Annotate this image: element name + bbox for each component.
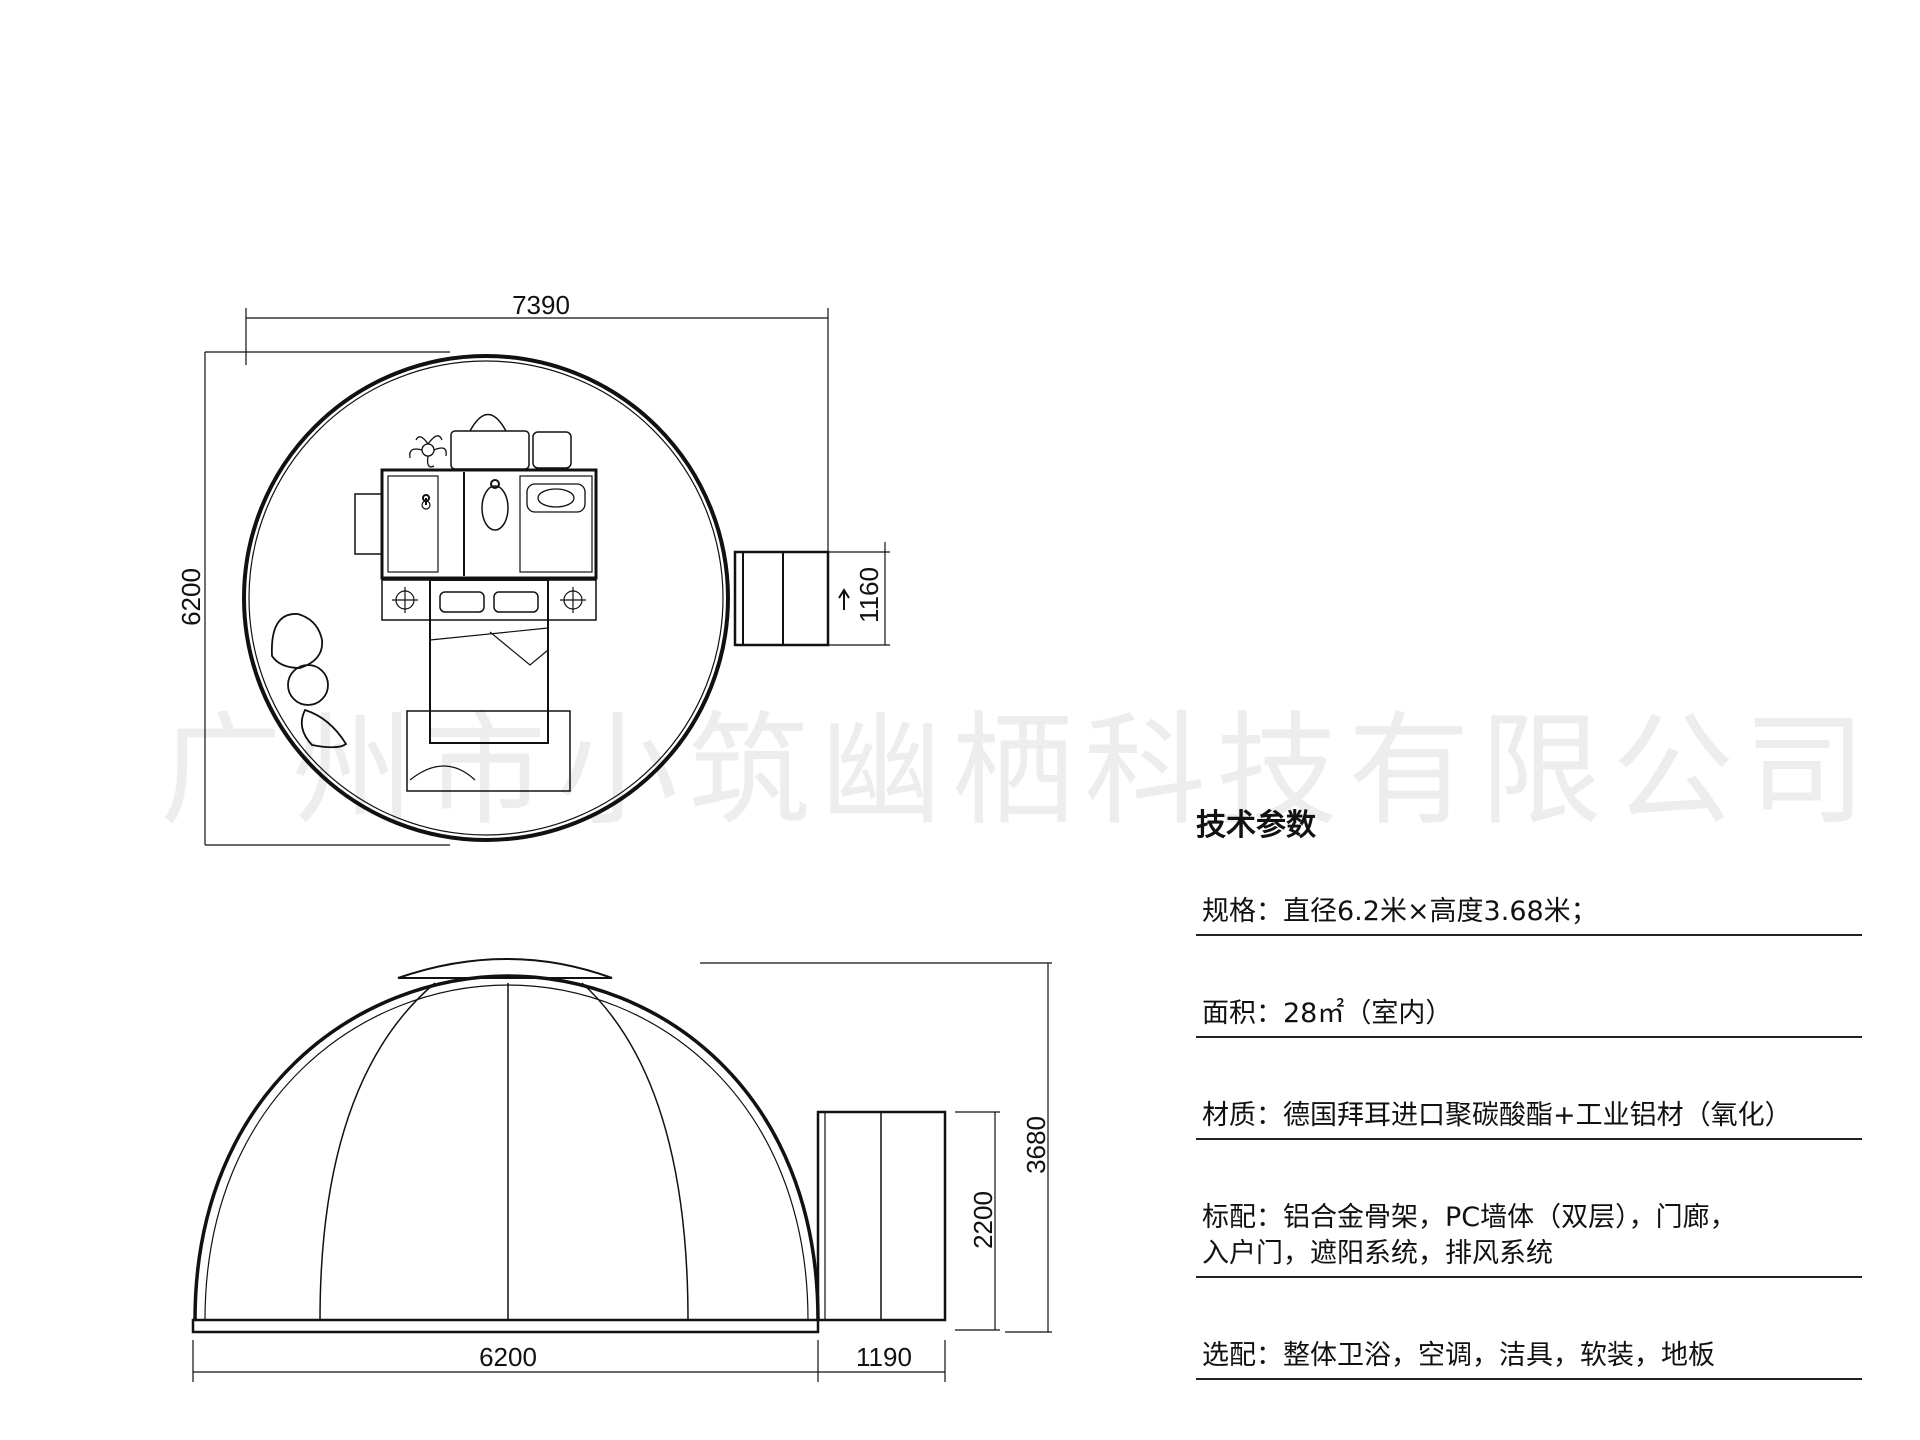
spec-value: 铝合金骨架，PC墙体（双层），门廊， xyxy=(1283,1202,1737,1233)
spec-row-standard: 标配：铝合金骨架，PC墙体（双层），门廊， 入户门，遮阳系统，排风系统 xyxy=(1196,1194,1862,1278)
plan-depth-dim: 6200 xyxy=(176,568,206,626)
elevation-dome-width-dim: 6200 xyxy=(479,1342,537,1372)
rug xyxy=(406,710,571,792)
plant-icon xyxy=(409,435,447,468)
spec-value: 直径6.2米×高度3.68米； xyxy=(1283,896,1598,927)
spec-label: 选配： xyxy=(1202,1340,1283,1371)
elevation-total-height-dim: 3680 xyxy=(1021,1116,1051,1174)
sink-icon xyxy=(526,483,586,513)
spec-value: 整体卫浴，空调，洁具，软装，地板 xyxy=(1283,1340,1715,1371)
elevation-corridor-height-dim: 2200 xyxy=(968,1191,998,1249)
plan-bathroom xyxy=(354,413,598,580)
plan-width-dim: 7390 xyxy=(512,290,570,320)
plan-corridor-dim: 1160 xyxy=(854,567,884,623)
spec-value: 28㎡（室内） xyxy=(1283,998,1453,1029)
plan-dimensions xyxy=(204,308,890,846)
spec-label: 标配： xyxy=(1202,1202,1283,1233)
elevation-corridor-width-dim: 1190 xyxy=(856,1342,912,1372)
spec-label: 规格： xyxy=(1202,896,1283,927)
plan-lounge xyxy=(271,613,348,749)
spec-label: 材质： xyxy=(1202,1100,1283,1131)
plan-dome-outline xyxy=(242,354,730,842)
spec-row-material: 材质：德国拜耳进口聚碳酸酯+工业铝材（氧化） xyxy=(1196,1092,1862,1140)
elevation-view: 6200 1190 2200 3680 xyxy=(191,958,1052,1382)
spec-title: 技术参数 xyxy=(1196,808,1316,843)
arrow-up-icon xyxy=(838,588,850,610)
spec-value: 德国拜耳进口聚碳酸酯+工业铝材（氧化） xyxy=(1283,1100,1792,1131)
elevation-dome-outline xyxy=(193,974,820,1321)
spec-value-continued: 入户门，遮阳系统，排风系统 xyxy=(1202,1238,1553,1269)
spec-row-size: 规格：直径6.2米×高度3.68米； xyxy=(1196,888,1862,936)
elevation-dimensions xyxy=(192,962,1052,1382)
spec-label: 面积： xyxy=(1202,998,1283,1029)
elevation-panels xyxy=(319,982,689,1321)
plan-view: 7390 6200 1160 xyxy=(176,290,890,846)
plan-corridor xyxy=(733,550,830,647)
lamp-icon xyxy=(392,587,586,613)
plan-bed xyxy=(381,579,597,792)
spec-row-area: 面积：28㎡（室内） xyxy=(1196,990,1862,1038)
spec-panel: 技术参数 规格：直径6.2米×高度3.68米； 面积：28㎡（室内） 材质：德国… xyxy=(1196,800,1862,1434)
toilet-icon xyxy=(481,485,509,531)
elevation-base xyxy=(191,1318,820,1334)
watermark: 广州市小筑幽栖科技有限公司 xyxy=(160,700,1876,842)
spec-row-optional: 选配：整体卫浴，空调，洁具，软装，地板 xyxy=(1196,1332,1862,1380)
elevation-corridor xyxy=(816,1110,947,1322)
